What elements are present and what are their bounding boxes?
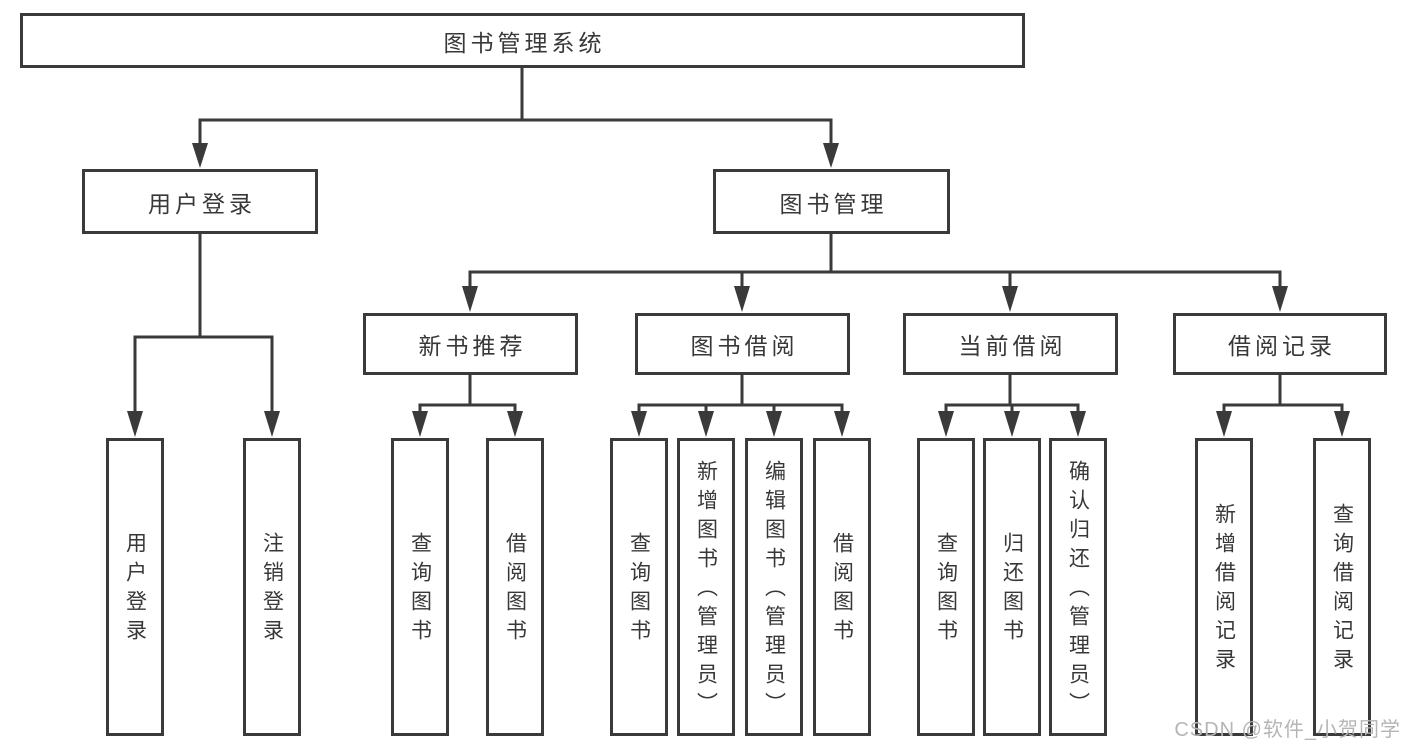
leaf-query-books-recommend: 查询图书 [391, 438, 449, 736]
leaf-borrow-books-recommend: 借阅图书 [486, 438, 544, 736]
connector-borrowing-records-children [1216, 375, 1350, 437]
node-new-book-recommend: 新书推荐 [363, 313, 578, 375]
csdn-watermark: CSDN @软件_小贺同学 [1174, 719, 1401, 741]
connector-root-to-level2 [192, 68, 839, 168]
node-book-management: 图书管理 [713, 169, 950, 234]
connector-book-borrowing-children [631, 375, 850, 437]
node-borrowing-records: 借阅记录 [1173, 313, 1387, 375]
node-current-borrowing: 当前借阅 [903, 313, 1118, 375]
connector-user-login-children [127, 234, 280, 437]
leaf-add-books-admin: 新增图书（管理员） [677, 438, 735, 736]
connector-new-book-recommend-children [412, 375, 523, 437]
node-book-management-system: 图书管理系统 [20, 13, 1025, 68]
node-user-login: 用户登录 [82, 169, 318, 234]
leaf-user-login: 用户登录 [106, 438, 164, 736]
leaf-query-borrow-record: 查询借阅记录 [1313, 438, 1371, 736]
leaf-confirm-return-admin: 确认归还（管理员） [1049, 438, 1107, 736]
connector-current-borrowing-children [938, 375, 1086, 437]
connector-book-management-children [462, 234, 1288, 312]
leaf-edit-books-admin: 编辑图书（管理员） [745, 438, 803, 736]
leaf-add-borrow-record: 新增借阅记录 [1195, 438, 1253, 736]
node-book-borrowing: 图书借阅 [635, 313, 850, 375]
leaf-borrow-books-borrowing: 借阅图书 [813, 438, 871, 736]
leaf-logout: 注销登录 [243, 438, 301, 736]
leaf-query-books-current: 查询图书 [917, 438, 975, 736]
leaf-query-books-borrowing: 查询图书 [610, 438, 668, 736]
leaf-return-books: 归还图书 [983, 438, 1041, 736]
